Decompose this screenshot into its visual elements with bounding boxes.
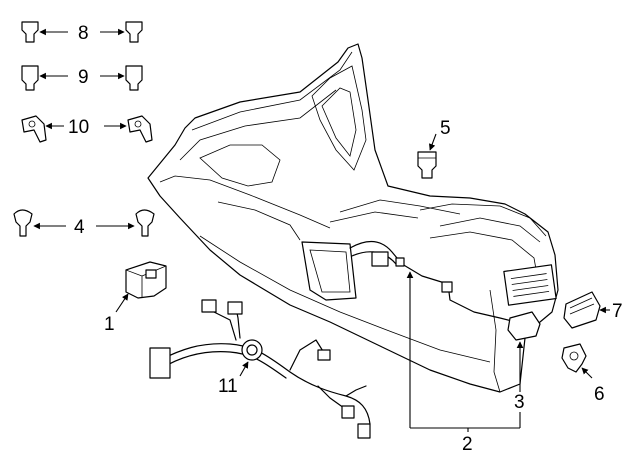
- callout-1: 1: [104, 314, 115, 335]
- clip-part-8-left: [21, 21, 39, 43]
- callout-7: 7: [612, 301, 623, 322]
- cover-part-7: [563, 291, 601, 329]
- leader-lines: [33, 28, 610, 432]
- callout-2: 2: [462, 434, 473, 455]
- push-pin-part-5: [417, 151, 437, 179]
- clip-part-10-left: [21, 115, 47, 143]
- clip-part-4-left: [13, 209, 33, 237]
- callout-3: 3: [514, 392, 525, 413]
- callout-11: 11: [218, 376, 238, 397]
- callout-4: 4: [74, 217, 85, 238]
- bracket-part-1: [125, 261, 167, 299]
- fastener-part-6: [561, 343, 587, 373]
- clip-part-4-right: [135, 209, 155, 237]
- callout-8: 8: [78, 23, 89, 44]
- push-pin-part-9-right: [125, 65, 143, 91]
- center-console: [147, 43, 559, 393]
- callout-9: 9: [78, 67, 89, 88]
- callout-6: 6: [594, 384, 605, 405]
- clip-part-8-right: [125, 21, 143, 43]
- callout-5: 5: [440, 118, 451, 139]
- wire-harness-part-11: [149, 299, 371, 439]
- push-pin-part-9-left: [21, 65, 39, 91]
- clip-part-10-right: [127, 115, 153, 143]
- callout-10: 10: [68, 117, 89, 138]
